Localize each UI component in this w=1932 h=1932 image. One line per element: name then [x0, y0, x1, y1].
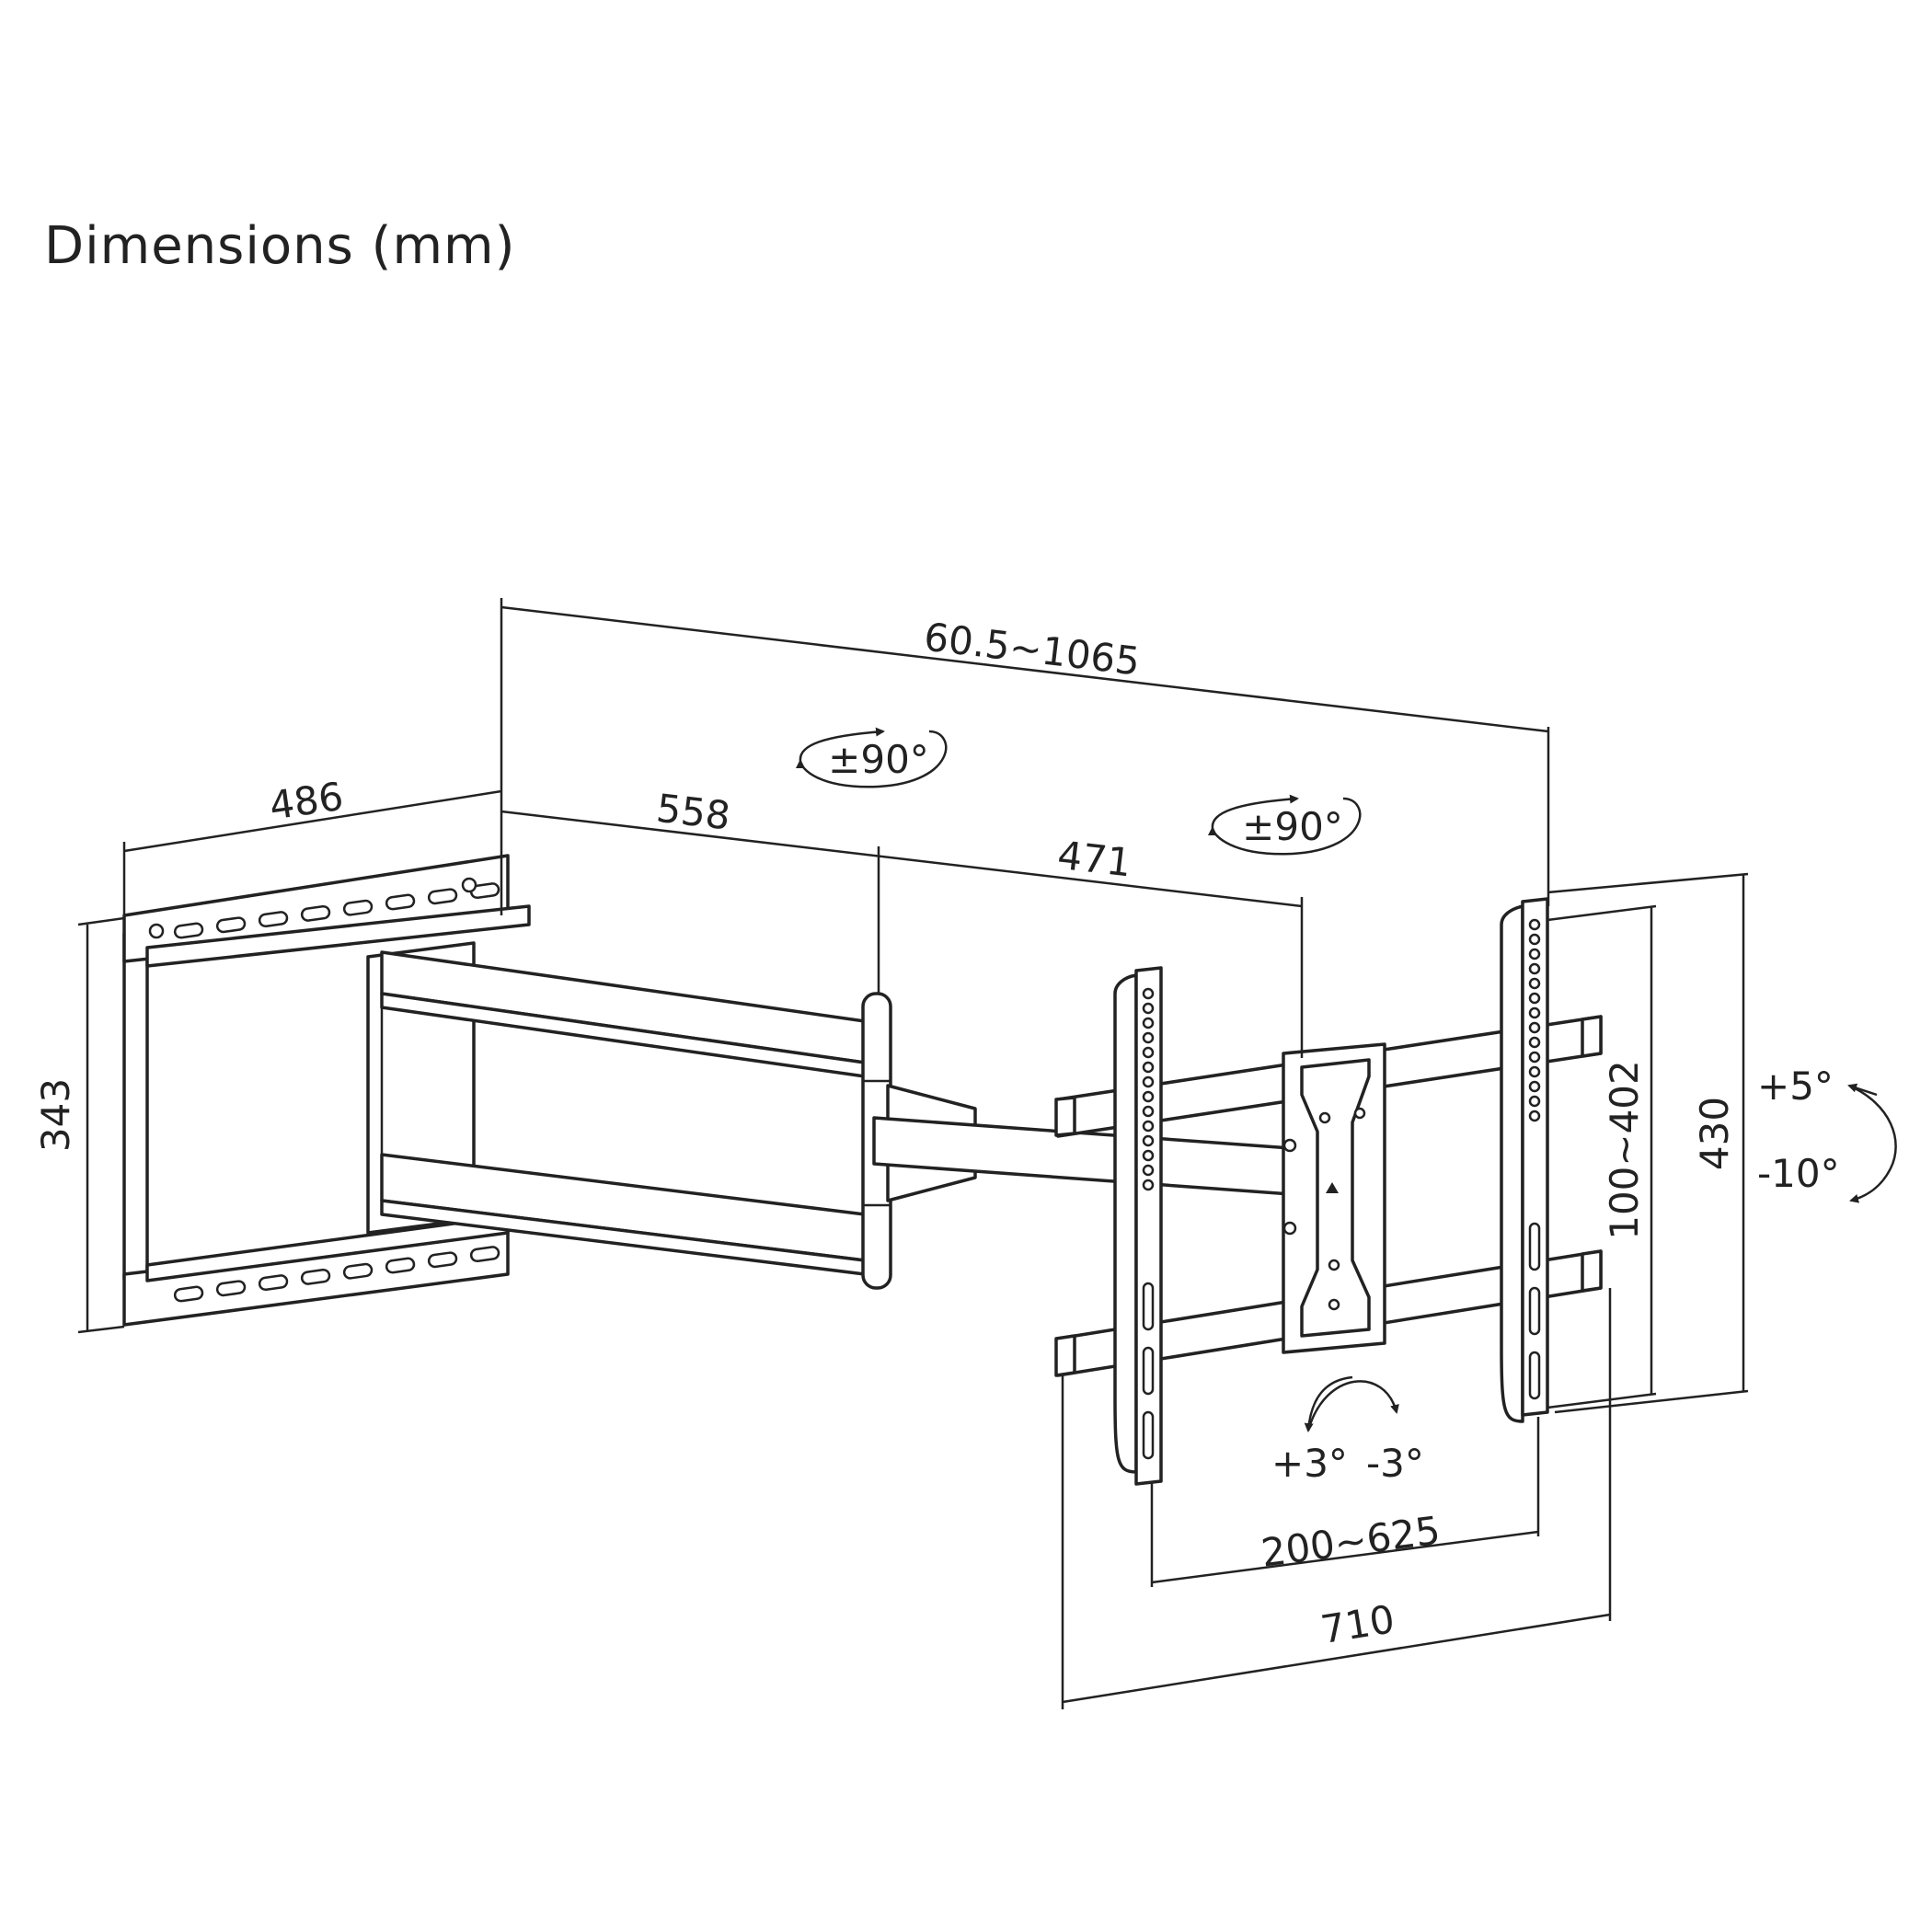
- mounting-slot: [173, 922, 204, 939]
- dim-wall-plate-width: 486: [267, 774, 346, 829]
- strap-hole: [1528, 1036, 1541, 1049]
- strap-hole: [1528, 977, 1541, 990]
- mounting-slot: [215, 916, 247, 934]
- mounting-slot: [300, 1268, 331, 1285]
- wall-plate-top-slots: [173, 882, 500, 939]
- strap-hole: [1142, 1105, 1155, 1118]
- strap-slot: [1142, 1410, 1155, 1460]
- tv-bracket: [1054, 897, 1603, 1486]
- level-minus-label: -3°: [1366, 1441, 1424, 1486]
- strap-hole: [1528, 948, 1541, 960]
- strap-slot: [1528, 1286, 1541, 1336]
- dim-vesa-vertical: 100~402: [1602, 1060, 1647, 1240]
- strap-hole: [1528, 1110, 1541, 1122]
- strap-hole: [1528, 1095, 1541, 1108]
- mounting-slot: [469, 882, 500, 900]
- first-arm: [380, 950, 867, 1276]
- tilt-down-label: -10°: [1757, 1151, 1840, 1196]
- page-title: Dimensions (mm): [44, 216, 516, 276]
- strap-hole: [1142, 1090, 1155, 1103]
- strap-hole: [1142, 1017, 1155, 1029]
- strap-slot: [1142, 1282, 1155, 1331]
- strap-hole: [1142, 1120, 1155, 1133]
- mounting-slot: [258, 1274, 289, 1292]
- dim-wall-plate-height: 343: [33, 1078, 78, 1152]
- strap-hole: [1142, 1149, 1155, 1162]
- strap-hole: [1142, 1179, 1155, 1191]
- mounting-slot: [385, 1257, 416, 1274]
- dim-vesa-horizontal: 200~625: [1259, 1508, 1443, 1576]
- keyhole-icon: [148, 923, 165, 939]
- dim-arm-segment-1: 558: [654, 786, 732, 839]
- level-adjust-symbol: [1304, 1375, 1399, 1432]
- wall-plate-bottom-slots: [173, 1246, 500, 1303]
- tilt-up-label: +5°: [1757, 1064, 1834, 1109]
- strap-slot: [1142, 1346, 1155, 1396]
- mounting-slot: [215, 1280, 247, 1297]
- strap-hole: [1142, 1164, 1155, 1177]
- strap-hole: [1142, 1031, 1155, 1044]
- strap-slot: [1528, 1222, 1541, 1271]
- mounting-slot: [427, 888, 458, 905]
- dimension-lines: [77, 598, 1749, 1709]
- tilt-symbol: [1847, 1083, 1897, 1203]
- strap-hole: [1528, 962, 1541, 975]
- strap-hole: [1528, 1006, 1541, 1019]
- strap-slot: [1528, 1351, 1541, 1400]
- strap-hole: [1528, 1021, 1541, 1034]
- strap-hole: [1528, 1080, 1541, 1093]
- swivel-plate: [1282, 1042, 1386, 1354]
- strap-hole: [1528, 1065, 1541, 1078]
- swivel-arm-label: ±90°: [828, 737, 929, 782]
- level-plus-label: +3°: [1271, 1441, 1348, 1486]
- strap-hole: [1528, 933, 1541, 946]
- strap-holes: [1142, 918, 1541, 1460]
- mounting-slot: [469, 1246, 500, 1263]
- mounting-slot: [300, 904, 331, 922]
- strap-hole: [1528, 992, 1541, 1005]
- strap-hole: [1142, 987, 1155, 1000]
- left-vertical-strap: [1113, 966, 1163, 1486]
- dim-bracket-width: 710: [1317, 1596, 1397, 1652]
- keyhole-icon: [461, 877, 477, 893]
- swivel-head-symbol: [1208, 794, 1362, 856]
- mounting-slot: [258, 911, 289, 928]
- strap-hole: [1528, 918, 1541, 931]
- swivel-arm-symbol: [796, 727, 948, 788]
- strap-hole: [1142, 1134, 1155, 1147]
- strap-hole: [1142, 1061, 1155, 1074]
- mounting-slot: [173, 1285, 204, 1303]
- strap-hole: [1142, 1046, 1155, 1059]
- mounting-slot: [385, 893, 416, 911]
- strap-hole: [1142, 1075, 1155, 1088]
- dim-arm-segment-2: 471: [1055, 833, 1133, 886]
- mounting-slot: [342, 899, 374, 916]
- mounting-slot: [427, 1251, 458, 1269]
- mounting-slot: [342, 1262, 374, 1280]
- strap-hole: [1142, 1002, 1155, 1015]
- right-vertical-strap: [1500, 897, 1549, 1423]
- dim-arm-reach: 60.5~1065: [922, 615, 1143, 684]
- strap-hole: [1528, 1051, 1541, 1064]
- swivel-head-label: ±90°: [1242, 804, 1343, 849]
- dim-bracket-height: 430: [1692, 1097, 1737, 1170]
